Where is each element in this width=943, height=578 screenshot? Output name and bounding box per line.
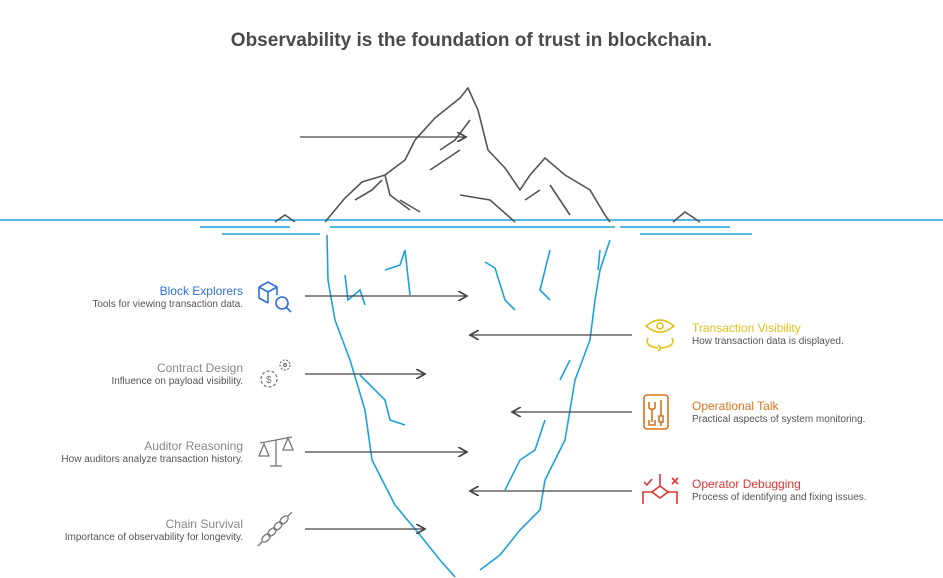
svg-text:$: $ — [266, 375, 272, 386]
water-line — [0, 219, 943, 235]
block-explorers-label: Block Explorers Tools for viewing transa… — [92, 284, 243, 311]
tools-icon — [643, 394, 669, 430]
auditor-reasoning-label: Auditor Reasoning How auditors analyze t… — [61, 439, 243, 466]
iceberg-underwater — [326, 234, 611, 578]
operational-talk-label: Operational Talk Practical aspects of sy… — [692, 399, 866, 426]
cube-search-icon — [258, 281, 292, 313]
iceberg-tip — [274, 86, 701, 223]
operator-debugging-label: Operator Debugging Process of identifyin… — [692, 477, 867, 504]
scale-icon — [258, 436, 294, 467]
transaction-visibility-label: Transaction Visibility How transaction d… — [692, 321, 844, 348]
contract-design-label: Contract Design Influence on payload vis… — [111, 361, 243, 388]
page-title: Observability is the foundation of trust… — [230, 30, 713, 51]
chain-icon — [257, 512, 293, 547]
eye-rotate-icon — [644, 319, 676, 352]
dollar-gear-icon: $ — [260, 359, 291, 388]
debug-icon — [642, 474, 679, 504]
chain-survival-label: Chain Survival Importance of observabili… — [64, 517, 243, 544]
arrows — [300, 137, 632, 529]
